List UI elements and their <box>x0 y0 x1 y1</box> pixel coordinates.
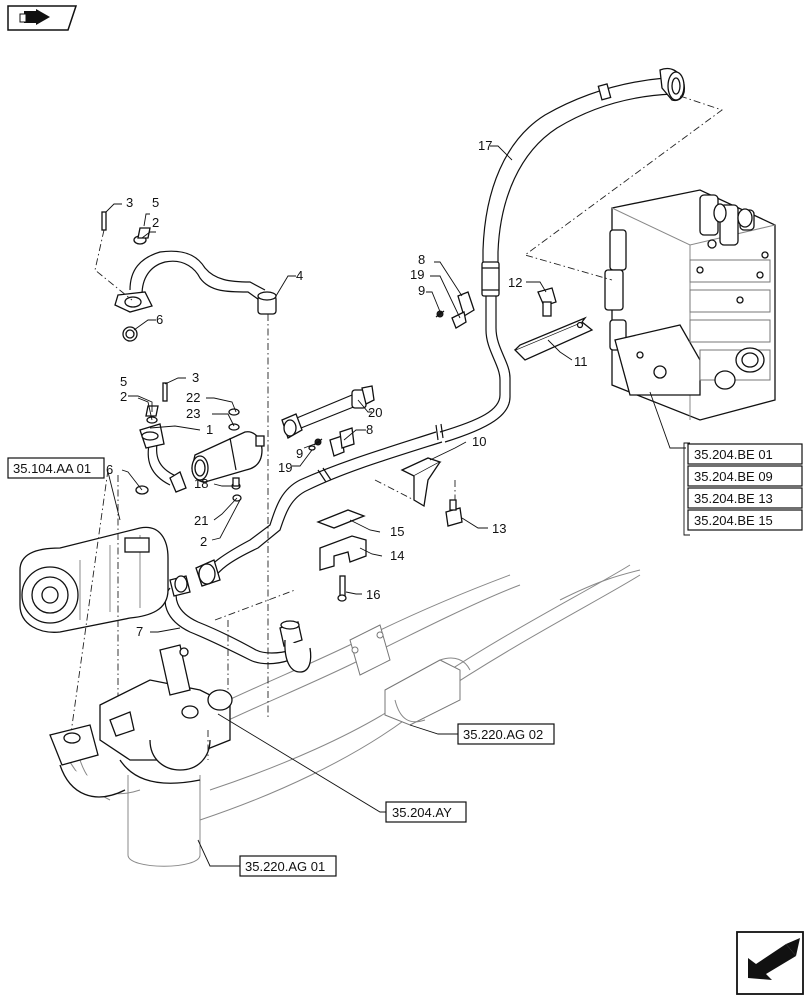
callout-6: 6 <box>156 312 163 327</box>
callout-9: 9 <box>418 283 425 298</box>
leader-lines <box>105 145 686 867</box>
pipe-4 <box>101 211 277 342</box>
bracket-11 <box>513 316 594 361</box>
prev-page-button[interactable] <box>7 5 78 31</box>
ref-label: 35.204.AY <box>392 805 452 820</box>
valve-sections <box>689 194 771 390</box>
ref-35-204-ay[interactable]: 35.204.AY <box>385 801 467 823</box>
hose-17 <box>204 67 686 581</box>
bolt-13 <box>445 499 463 527</box>
ref-35-220-ag-01[interactable]: 35.220.AG 01 <box>239 855 337 877</box>
pressure-sensor-1 <box>135 423 265 495</box>
callout-6: 6 <box>106 462 113 477</box>
callout-5: 5 <box>152 195 159 210</box>
ref-label: 35.220.AG 01 <box>245 859 325 874</box>
bolt-12 <box>537 287 557 317</box>
alignment-line-hose-17 <box>523 95 723 281</box>
callout-10: 10 <box>472 434 486 449</box>
callout-8: 8 <box>366 422 373 437</box>
bracket-10 <box>400 457 442 508</box>
ref-35-104-aa-01[interactable]: 35.104.AA 01 <box>7 457 105 479</box>
pipe-7 <box>164 559 312 673</box>
callout-21: 21 <box>194 513 208 528</box>
ref-35-204-be-09[interactable]: 35.204.BE 09 <box>687 465 803 487</box>
reference-group-be: 35.204.BE 01 35.204.BE 09 35.204.BE 13 3… <box>683 442 803 536</box>
part-callouts: 3 5 2 4 6 3 5 2 22 23 1 6 18 21 2 20 8 9… <box>106 138 588 639</box>
clamp-pad-15 <box>316 509 366 529</box>
callout-12: 12 <box>508 275 522 290</box>
callout-23: 23 <box>186 406 200 421</box>
ref-label: 35.204.BE 01 <box>694 447 773 462</box>
book-arrow-icon <box>19 9 50 25</box>
callout-7: 7 <box>136 624 143 639</box>
callout-17: 17 <box>478 138 492 153</box>
alignment-line-bolt-3 <box>94 229 133 301</box>
filter-head-assembly <box>49 644 233 798</box>
alignment-line-pump <box>69 469 109 741</box>
ref-35-220-ag-02[interactable]: 35.220.AG 02 <box>457 723 555 745</box>
ref-label: 35.204.BE 15 <box>694 513 773 528</box>
callout-2: 2 <box>120 389 127 404</box>
callout-20: 20 <box>368 405 382 420</box>
callout-3: 3 <box>192 370 199 385</box>
ref-label: 35.204.BE 09 <box>694 469 773 484</box>
callout-14: 14 <box>390 548 404 563</box>
callout-8: 8 <box>418 252 425 267</box>
callout-19: 19 <box>278 460 292 475</box>
callout-9: 9 <box>296 446 303 461</box>
arrow-down-left-icon <box>748 938 800 980</box>
next-page-button[interactable] <box>736 931 804 995</box>
callout-16: 16 <box>366 587 380 602</box>
clip-8-lower <box>308 427 355 457</box>
ref-label: 35.204.BE 13 <box>694 491 773 506</box>
callout-19: 19 <box>410 267 424 282</box>
ref-label: 35.104.AA 01 <box>13 461 91 476</box>
callout-2: 2 <box>200 534 207 549</box>
callout-13: 13 <box>492 521 506 536</box>
ref-35-204-be-01[interactable]: 35.204.BE 01 <box>687 443 803 465</box>
callout-3: 3 <box>126 195 133 210</box>
callout-15: 15 <box>390 524 404 539</box>
callout-1: 1 <box>206 422 213 437</box>
callout-2: 2 <box>152 215 159 230</box>
callout-18: 18 <box>194 476 208 491</box>
callout-11: 11 <box>574 354 588 369</box>
alignment-line-pipe-7 <box>214 589 296 621</box>
ref-35-204-be-15[interactable]: 35.204.BE 15 <box>687 509 803 531</box>
background-frame-ghost <box>59 564 641 867</box>
ref-35-204-be-13[interactable]: 35.204.BE 13 <box>687 487 803 509</box>
clip-8-upper <box>435 291 475 329</box>
alignment-line-bracket-10 <box>374 479 415 501</box>
ref-label: 35.220.AG 02 <box>463 727 543 742</box>
bolt-3-5-lower <box>145 382 168 424</box>
hydraulic-pump <box>19 526 169 633</box>
clamp-14 <box>319 535 367 571</box>
callout-22: 22 <box>186 390 200 405</box>
callout-4: 4 <box>296 268 303 283</box>
callout-5: 5 <box>120 374 127 389</box>
bolt-16 <box>337 575 347 602</box>
pipe-20 <box>281 385 375 439</box>
control-valve-assembly <box>604 189 776 421</box>
